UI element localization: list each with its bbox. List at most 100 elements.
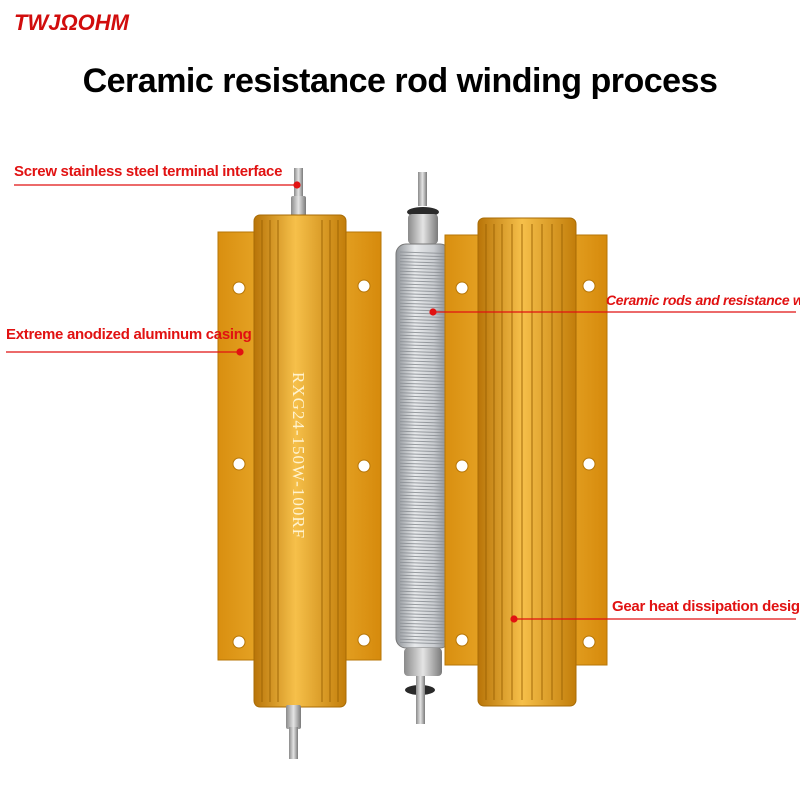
left-bottom-screw bbox=[289, 727, 298, 759]
winding-turn bbox=[399, 328, 447, 331]
rod-bottom-cap bbox=[404, 648, 442, 676]
winding-turn bbox=[399, 526, 447, 530]
winding-turn bbox=[399, 382, 447, 386]
winding-turn bbox=[399, 341, 447, 344]
winding-turn bbox=[399, 613, 447, 616]
winding-turn bbox=[399, 510, 447, 514]
winding-turn bbox=[399, 443, 447, 446]
winding-turn bbox=[399, 366, 447, 370]
winding-turn bbox=[399, 635, 447, 638]
right-half-casing bbox=[444, 217, 608, 707]
winding-turn bbox=[399, 638, 447, 642]
winding-turn bbox=[399, 529, 447, 533]
winding-turn bbox=[399, 325, 447, 328]
winding-turn bbox=[399, 334, 447, 338]
winding-turn bbox=[399, 475, 447, 478]
winding-turn bbox=[399, 485, 447, 488]
winding-turn bbox=[399, 453, 447, 456]
winding-turn bbox=[399, 465, 447, 469]
winding-turn bbox=[399, 622, 447, 626]
left-bottom-terminal bbox=[286, 705, 301, 729]
winding-turn bbox=[399, 561, 447, 565]
winding-turn bbox=[399, 421, 447, 424]
left-resistor: RXG24-150W-100RF bbox=[217, 168, 382, 759]
gear-leader-dot bbox=[510, 615, 518, 623]
winding-turn bbox=[399, 433, 447, 437]
mount-hole bbox=[232, 457, 246, 471]
winding-turn bbox=[399, 427, 447, 430]
winding-turn bbox=[399, 312, 447, 315]
winding-turn bbox=[399, 629, 447, 632]
winding-turn bbox=[399, 552, 447, 555]
mount-hole bbox=[455, 459, 469, 473]
rod-top-screw bbox=[418, 172, 427, 206]
winding-turn bbox=[399, 293, 447, 296]
winding-turn bbox=[399, 513, 447, 517]
winding-turn bbox=[399, 459, 447, 462]
winding-turn bbox=[399, 462, 447, 466]
winding-turn bbox=[399, 401, 447, 405]
winding-turn bbox=[399, 440, 447, 443]
winding-turn bbox=[399, 277, 447, 280]
winding-turn bbox=[399, 520, 447, 523]
winding-turn bbox=[399, 392, 447, 395]
winding-turn bbox=[399, 350, 447, 354]
winding-turn bbox=[399, 581, 447, 584]
winding-turn bbox=[399, 264, 447, 267]
winding-turn bbox=[399, 385, 447, 389]
winding-turn bbox=[399, 542, 447, 546]
resistance-wire-windings bbox=[399, 251, 447, 645]
annotation-lines bbox=[6, 181, 796, 623]
mount-hole bbox=[357, 279, 371, 293]
winding-turn bbox=[399, 456, 447, 459]
winding-turn bbox=[399, 497, 447, 501]
winding-turn bbox=[399, 446, 447, 450]
ceramic-rod bbox=[395, 172, 451, 724]
winding-turn bbox=[399, 353, 447, 357]
winding-turn bbox=[399, 417, 447, 421]
winding-turn bbox=[399, 603, 447, 606]
winding-turn bbox=[399, 501, 447, 504]
winding-turn bbox=[399, 545, 447, 549]
winding-turn bbox=[399, 488, 447, 491]
casing-leader-dot bbox=[236, 348, 244, 356]
winding-turn bbox=[399, 414, 447, 418]
winding-turn bbox=[399, 549, 447, 552]
mount-hole bbox=[357, 459, 371, 473]
mount-hole bbox=[357, 633, 371, 647]
winding-turn bbox=[399, 337, 447, 341]
winding-turn bbox=[399, 305, 447, 309]
winding-turn bbox=[399, 357, 447, 360]
winding-turn bbox=[399, 478, 447, 482]
mount-hole bbox=[232, 635, 246, 649]
winding-turn bbox=[399, 363, 447, 366]
winding-turn bbox=[399, 533, 447, 536]
winding-turn bbox=[399, 472, 447, 475]
winding-turn bbox=[399, 318, 447, 322]
rod-top-cap bbox=[408, 214, 438, 244]
winding-turn bbox=[399, 369, 447, 373]
winding-turn bbox=[399, 555, 447, 558]
winding-turn bbox=[399, 574, 447, 578]
mount-hole bbox=[455, 633, 469, 647]
terminal-annotation: Screw stainless steel terminal interface bbox=[14, 163, 283, 180]
winding-turn bbox=[399, 597, 447, 600]
winding-turn bbox=[399, 389, 447, 392]
mount-hole bbox=[582, 279, 596, 293]
brand-logo: TWJΩOHM bbox=[14, 10, 129, 35]
winding-turn bbox=[399, 568, 447, 571]
winding-turn bbox=[399, 273, 447, 277]
rod-bottom-screw bbox=[416, 676, 425, 724]
winding-turn bbox=[399, 632, 447, 635]
winding-turn bbox=[399, 600, 447, 603]
winding-turn bbox=[399, 625, 447, 629]
winding-turn bbox=[399, 430, 447, 434]
gear-annotation: Gear heat dissipation design bbox=[612, 598, 800, 615]
winding-turn bbox=[399, 584, 447, 587]
winding-turn bbox=[399, 261, 447, 264]
winding-turn bbox=[399, 321, 447, 325]
winding-turn bbox=[399, 379, 447, 382]
winding-turn bbox=[399, 315, 447, 318]
winding-turn bbox=[399, 590, 447, 594]
